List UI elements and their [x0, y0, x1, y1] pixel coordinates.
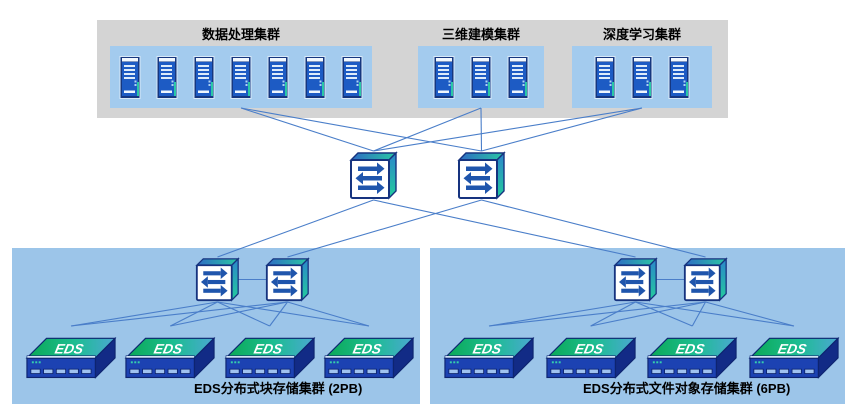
eds-device-row: EDS EDS [443, 326, 840, 380]
cluster-3d-modeling: 三维建模集群 [418, 26, 544, 108]
cluster-label: 深度学习集群 [602, 27, 681, 42]
svg-text:EDS: EDS [573, 341, 605, 357]
svg-text:EDS: EDS [153, 341, 185, 357]
server-icon [193, 55, 215, 100]
eds-storage-icon: EDS [224, 326, 316, 380]
server-icon [119, 55, 141, 100]
server-icon [594, 55, 616, 100]
eds-storage-icon: EDS [748, 326, 840, 380]
storage-panel-label: EDS分布式块存储集群 (2PB) [194, 381, 363, 396]
server-icon [470, 55, 492, 100]
svg-text:EDS: EDS [675, 341, 707, 357]
switch-icon [195, 257, 240, 302]
cluster-server-box [110, 46, 372, 108]
compute-clusters-bar: 数据处理集群 [97, 20, 728, 118]
eds-storage-icon: EDS [124, 326, 216, 380]
cluster-label: 数据处理集群 [201, 27, 280, 42]
cluster-deep-learning: 深度学习集群 [572, 26, 712, 108]
eds-device-row: EDS EDS [25, 326, 415, 380]
eds-storage-icon: EDS [443, 326, 535, 380]
server-icon [267, 55, 289, 100]
storage-panel-file-object-storage: EDS EDS [430, 248, 845, 404]
server-icon [507, 55, 529, 100]
cluster-label: 三维建模集群 [441, 27, 520, 42]
server-icon [631, 55, 653, 100]
eds-storage-icon: EDS [646, 326, 738, 380]
svg-text:EDS: EDS [351, 341, 383, 357]
cluster-server-box [418, 46, 544, 108]
storage-panel-label: EDS分布式文件对象存储集群 (6PB) [583, 381, 791, 396]
switch-icon [613, 257, 658, 302]
svg-text:EDS: EDS [54, 341, 86, 357]
server-icon [304, 55, 326, 100]
storage-panel-block-storage: EDS EDS [12, 248, 420, 404]
core-switch-icon [457, 151, 506, 200]
switch-icon [265, 257, 310, 302]
server-icon [156, 55, 178, 100]
cluster-server-box [572, 46, 712, 108]
server-icon [341, 55, 363, 100]
eds-storage-icon: EDS [25, 326, 117, 380]
switch-icon [683, 257, 728, 302]
eds-storage-icon: EDS [545, 326, 637, 380]
svg-text:EDS: EDS [472, 341, 504, 357]
server-icon [433, 55, 455, 100]
server-icon [230, 55, 252, 100]
eds-storage-icon: EDS [323, 326, 415, 380]
svg-text:EDS: EDS [252, 341, 284, 357]
svg-text:EDS: EDS [776, 341, 808, 357]
core-switch-icon [349, 151, 398, 200]
server-icon [668, 55, 690, 100]
cluster-data-processing: 数据处理集群 [110, 26, 372, 108]
